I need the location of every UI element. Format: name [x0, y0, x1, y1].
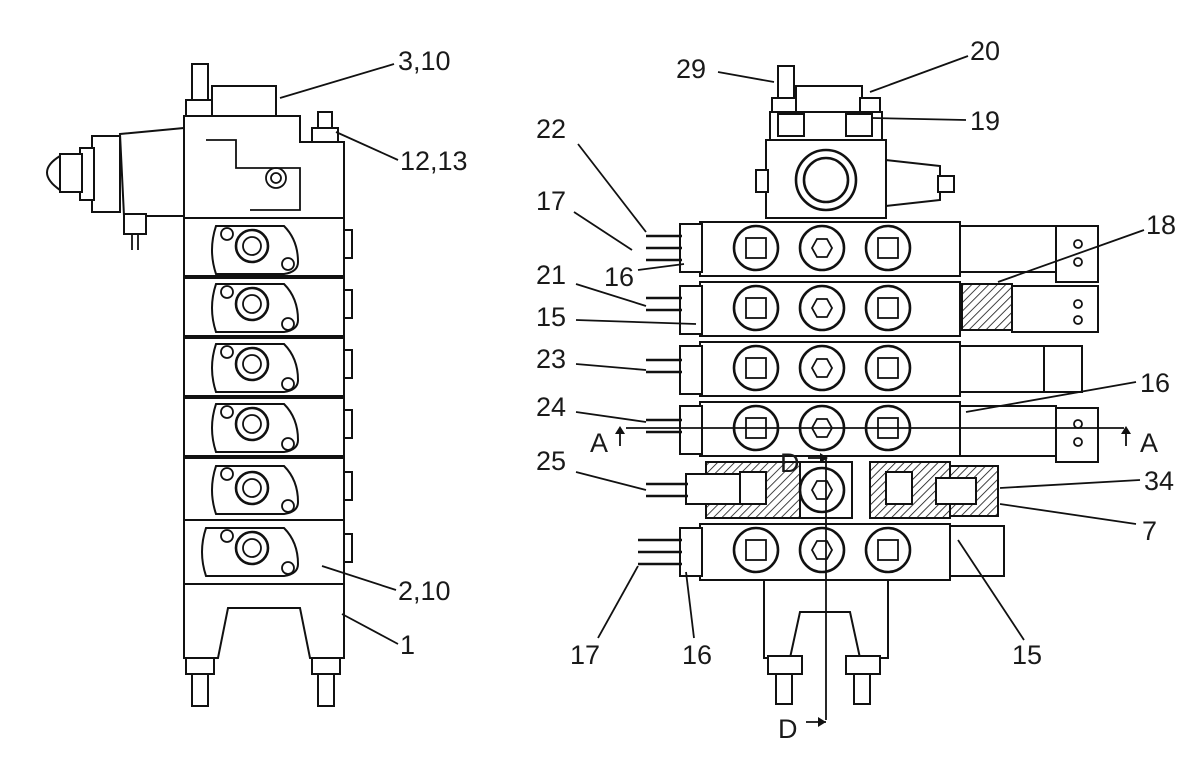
callout-19: 19	[970, 106, 1000, 136]
inlet-body-front	[765, 139, 887, 219]
nut-19a	[777, 113, 805, 137]
leader-23	[575, 363, 647, 371]
callout-2-10: 2,10	[398, 576, 451, 606]
leader-18	[997, 229, 1145, 283]
leader-16-bottom	[685, 571, 695, 639]
front-view	[573, 55, 1145, 727]
leader-1	[341, 613, 399, 645]
side-spool-caps	[201, 225, 300, 577]
leader-19	[871, 117, 967, 121]
leader-2-10	[321, 565, 397, 591]
callout-3-10: 3,10	[398, 46, 451, 76]
leader-15-left	[575, 319, 697, 325]
callout-15-left: 15	[536, 302, 566, 332]
callout-7: 7	[1142, 516, 1157, 546]
callout-D-bottom: D	[778, 714, 798, 744]
callout-23: 23	[536, 344, 566, 374]
leader-7	[999, 503, 1137, 525]
callout-16-bottom: 16	[682, 640, 712, 670]
inlet-detail	[206, 139, 301, 211]
leader-34	[999, 479, 1141, 489]
bottom-stud-right	[317, 673, 335, 707]
leader-29	[717, 71, 775, 83]
bracket-3	[1043, 345, 1083, 393]
callout-34: 34	[1144, 466, 1174, 496]
bottom-nut-left	[185, 657, 215, 675]
inlet-port-front	[794, 148, 858, 212]
relief-cap	[211, 85, 277, 121]
leader-24	[575, 411, 647, 423]
callout-A-right: A	[1140, 428, 1158, 458]
bottom-stud-left	[191, 673, 209, 707]
callout-21: 21	[536, 260, 566, 290]
spool-end-4	[959, 405, 1057, 457]
spool-end-1	[959, 225, 1057, 273]
stud-29	[777, 65, 795, 101]
relief-cap-front	[795, 85, 863, 113]
top-nut-right	[311, 127, 339, 143]
callout-22: 22	[536, 114, 566, 144]
callout-16-top: 16	[604, 262, 634, 292]
solenoid-end-cap	[46, 154, 61, 192]
callout-18: 18	[1146, 210, 1176, 240]
leader-16-right	[965, 381, 1137, 413]
inlet-port	[265, 167, 287, 189]
solenoid-body	[118, 126, 185, 217]
callout-15-bottom: 15	[1012, 640, 1042, 670]
top-stud-left	[191, 63, 209, 101]
leader-15-bottom	[957, 539, 1025, 641]
callout-labels: 3,10 12,13 2,10 1 29 20 19 22 17 16 18 2…	[398, 36, 1176, 744]
leader-17-top	[573, 211, 633, 251]
end-section	[183, 583, 345, 659]
callout-17-bottom: 17	[570, 640, 600, 670]
solenoid-coil	[91, 135, 121, 213]
leader-12-13	[335, 131, 399, 161]
callout-12-13: 12,13	[400, 146, 468, 176]
callout-25: 25	[536, 446, 566, 476]
leader-21	[575, 283, 647, 307]
callout-16-right: 16	[1140, 368, 1170, 398]
leader-16-top	[637, 263, 685, 271]
bracket-2	[1011, 285, 1099, 333]
callout-29: 29	[676, 54, 706, 84]
callout-24: 24	[536, 392, 566, 422]
leader-20	[869, 55, 969, 93]
nut-19b	[845, 113, 873, 137]
callout-17-top: 17	[536, 186, 566, 216]
detent-18	[961, 283, 1013, 331]
callout-D-top: D	[780, 448, 800, 478]
callout-1: 1	[400, 630, 415, 660]
top-nut-left	[185, 99, 215, 117]
leader-17-bottom	[597, 565, 639, 639]
leader-22	[577, 143, 647, 233]
leader-25	[575, 471, 647, 491]
bottom-nut-right	[311, 657, 341, 675]
callout-20: 20	[970, 36, 1000, 66]
spool-end-3	[959, 345, 1045, 393]
front-ports	[732, 224, 912, 574]
leader-3-10	[279, 63, 395, 99]
side-view	[46, 63, 399, 707]
side-solenoid	[885, 158, 941, 208]
callout-A-left: A	[590, 428, 608, 458]
bracket-4	[1055, 407, 1099, 463]
